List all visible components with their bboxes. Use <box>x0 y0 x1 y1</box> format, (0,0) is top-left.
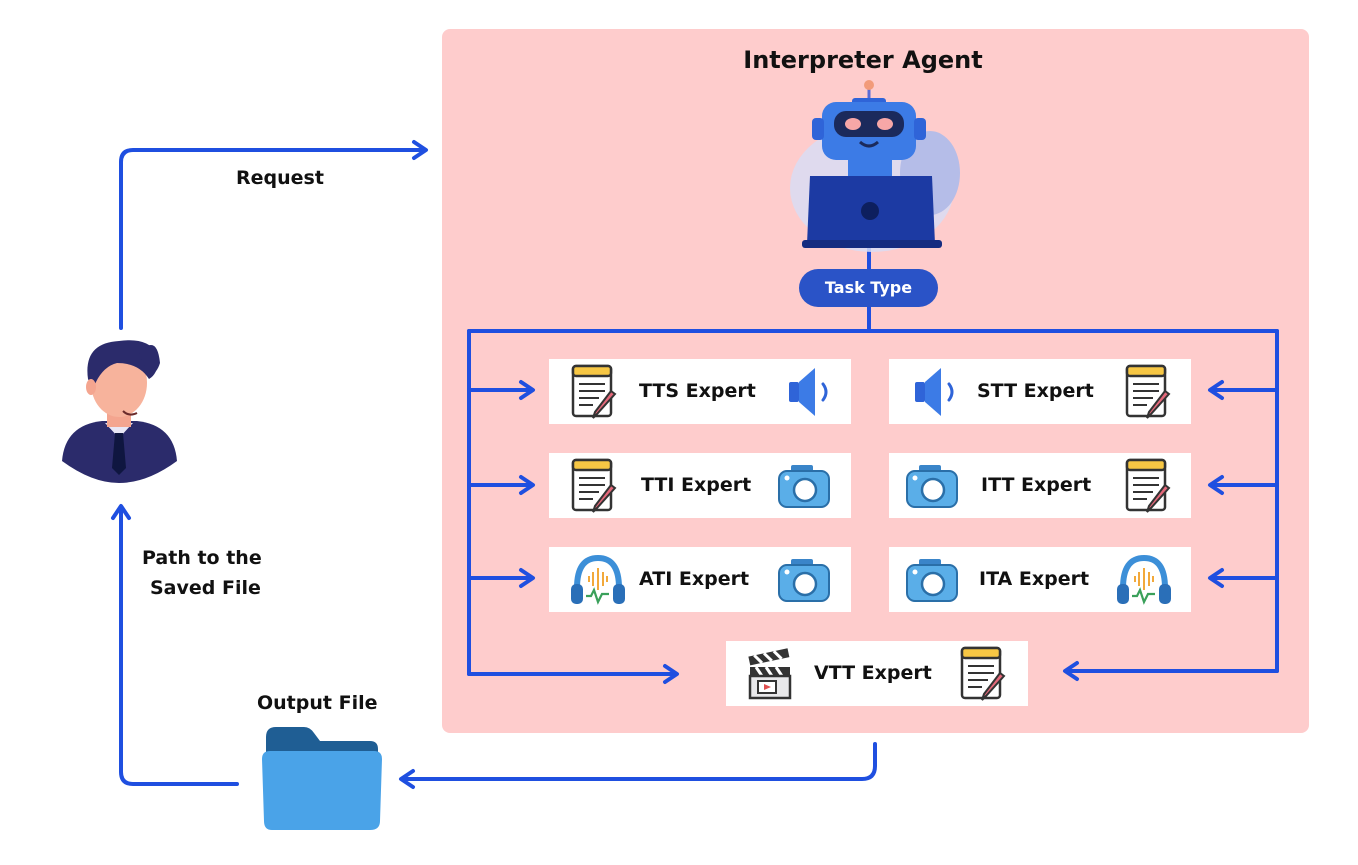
headphones-icon <box>1117 554 1171 605</box>
request-label: Request <box>236 167 324 189</box>
path-return-arrow <box>111 504 239 786</box>
expert-name: STT Expert <box>977 380 1094 402</box>
expert-card-ita-expert: ITA Expert <box>889 547 1191 612</box>
expert-card-tti-expert: TTI Expert <box>549 453 851 518</box>
expert-name: VTT Expert <box>814 662 932 684</box>
document-pencil-icon <box>1125 458 1171 513</box>
user-avatar-icon <box>62 340 177 483</box>
output-file-label: Output File <box>257 692 378 714</box>
expert-card-tts-expert: TTS Expert <box>549 359 851 424</box>
path-label-line2: Saved File <box>150 577 261 599</box>
speaker-icon <box>915 368 954 416</box>
document-pencil-icon <box>571 458 617 513</box>
speaker-icon <box>789 368 828 416</box>
expert-name: TTI Expert <box>641 474 752 496</box>
expert-name: ITT Expert <box>981 474 1092 496</box>
task-type-badge: Task Type <box>799 269 938 307</box>
camera-icon <box>906 465 958 508</box>
output-arrow <box>399 742 877 789</box>
expert-card-itt-expert: ITT Expert <box>889 453 1191 518</box>
expert-name: ATI Expert <box>639 568 750 590</box>
expert-name: TTS Expert <box>639 380 756 402</box>
camera-icon <box>778 465 830 508</box>
camera-icon <box>778 559 830 602</box>
document-pencil-icon <box>571 364 617 419</box>
expert-card-ati-expert: ATI Expert <box>549 547 851 612</box>
page-title: Interpreter Agent <box>743 46 983 74</box>
expert-card-vtt-expert: VTT Expert <box>726 641 1028 706</box>
document-pencil-icon <box>960 646 1006 701</box>
expert-name: ITA Expert <box>979 568 1090 590</box>
headphones-icon <box>571 554 625 605</box>
camera-icon <box>906 559 958 602</box>
folder-icon <box>262 727 382 830</box>
path-label-line1: Path to the <box>142 547 262 569</box>
document-pencil-icon <box>1125 364 1171 419</box>
request-arrow <box>119 140 428 330</box>
clapperboard-icon <box>748 648 792 700</box>
robot-laptop-icon <box>790 80 960 252</box>
expert-card-stt-expert: STT Expert <box>889 359 1191 424</box>
